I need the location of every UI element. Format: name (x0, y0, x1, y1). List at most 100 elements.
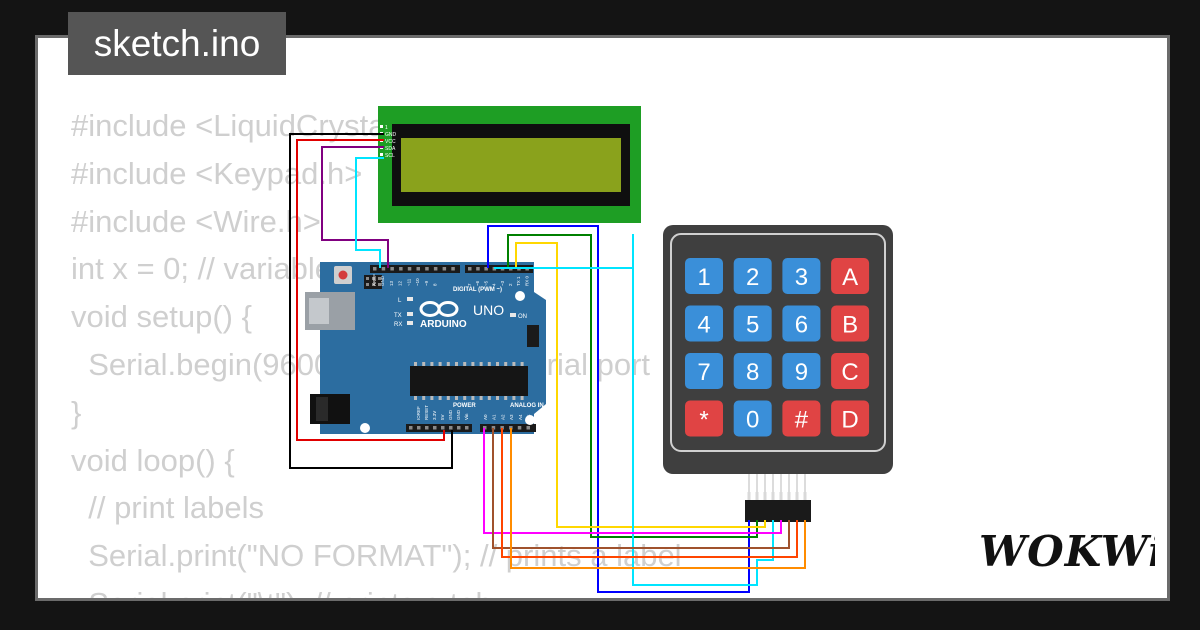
arduino-label: ARDUINO (420, 319, 467, 330)
ribbon-contact (779, 492, 783, 500)
key-cap[interactable] (831, 353, 870, 389)
key-2[interactable]: 2 (733, 258, 772, 294)
wire-row-2 (507, 234, 758, 538)
pin-label: 7 (467, 283, 472, 286)
pin-label: A1 (492, 414, 497, 420)
key-cap[interactable] (831, 258, 870, 294)
header-hole[interactable] (442, 267, 447, 271)
header-hole[interactable] (433, 426, 437, 430)
header-hole[interactable] (441, 426, 445, 430)
header-hole[interactable] (409, 426, 413, 430)
header-hole[interactable] (457, 426, 461, 430)
key-cap[interactable] (685, 400, 723, 437)
header-hole[interactable] (476, 267, 480, 271)
chip-leg (414, 396, 417, 400)
key-5[interactable]: 5 (733, 305, 772, 342)
key-3[interactable]: 3 (782, 258, 821, 294)
header-hole[interactable] (390, 267, 394, 271)
key-B[interactable]: B (831, 305, 870, 342)
header-hole[interactable] (433, 267, 438, 271)
key-0[interactable]: 0 (733, 400, 772, 437)
lcd-pin[interactable] (380, 153, 383, 156)
header-hole[interactable] (449, 426, 453, 430)
key-cap[interactable] (733, 353, 772, 389)
key-1[interactable]: 1 (685, 258, 723, 294)
pin-label: RESET (424, 405, 429, 420)
key-cap[interactable] (733, 400, 772, 437)
chip-leg (463, 362, 467, 366)
header-hole[interactable] (381, 267, 386, 271)
lcd-pin-label: GND (385, 132, 397, 138)
header-hole[interactable] (425, 267, 429, 271)
header-hole[interactable] (416, 267, 421, 271)
header-hole[interactable] (526, 426, 531, 430)
ribbon-lines (747, 474, 807, 500)
rx-led (407, 321, 413, 325)
header-hole[interactable] (484, 267, 488, 271)
arduino-uno-board[interactable]: UNO ARDUINO DIGITAL (PWM ~) ANALOG IN PO… (305, 262, 546, 434)
header-hole[interactable] (417, 426, 421, 430)
key-#[interactable]: # (782, 400, 821, 437)
header-hole[interactable] (451, 267, 455, 271)
header-hole[interactable] (509, 426, 513, 430)
header-hole[interactable] (500, 426, 504, 430)
header-hole[interactable] (399, 267, 403, 271)
key-4[interactable]: 4 (685, 305, 723, 342)
lcd-pin[interactable] (380, 125, 383, 128)
key-C[interactable]: C (831, 353, 870, 389)
key-cap[interactable] (782, 258, 821, 294)
atmega-chip (410, 366, 528, 396)
l-led-label: L (398, 298, 402, 304)
uno-label: UNO (473, 302, 504, 318)
pin-label: ~10 (415, 278, 420, 286)
key-8[interactable]: 8 (733, 353, 772, 389)
pin-label: RX 0 (524, 275, 529, 286)
pin-label: GND (456, 409, 461, 420)
key-cap[interactable] (782, 400, 821, 437)
key-6[interactable]: 6 (782, 305, 821, 342)
key-*[interactable]: * (685, 400, 723, 437)
key-cap[interactable] (831, 305, 870, 342)
on-label: ON (518, 314, 527, 320)
ribbon-contact (755, 492, 759, 500)
key-cap[interactable] (685, 353, 723, 389)
key-cap[interactable] (733, 258, 772, 294)
pin-label: A2 (500, 414, 505, 420)
key-cap[interactable] (782, 353, 821, 389)
header-hole[interactable] (425, 426, 429, 430)
key-cap[interactable] (685, 258, 723, 294)
key-cap[interactable] (782, 305, 821, 342)
key-9[interactable]: 9 (782, 353, 821, 389)
header-hole[interactable] (491, 426, 496, 430)
key-A[interactable]: A (831, 258, 870, 294)
lcd-pin-label: SCL (385, 153, 395, 159)
wokwi-logo: WOKWi (979, 527, 1155, 576)
key-cap[interactable] (831, 400, 870, 437)
header-hole[interactable] (407, 267, 412, 271)
wires (289, 133, 806, 593)
reset-button-cap[interactable] (338, 270, 348, 280)
wire-col-2 (492, 428, 790, 549)
header-hole[interactable] (373, 267, 377, 271)
keypad-connector (745, 500, 811, 522)
mount-hole (525, 415, 535, 425)
key-cap[interactable] (685, 305, 723, 342)
key-D[interactable]: D (831, 400, 870, 437)
header-hole[interactable] (465, 426, 469, 430)
header-hole[interactable] (517, 426, 522, 430)
key-cap[interactable] (733, 305, 772, 342)
chip-leg (463, 396, 467, 400)
chip-leg (430, 396, 434, 400)
chip-leg (430, 362, 434, 366)
ribbon-contact (787, 492, 791, 500)
key-7[interactable]: 7 (685, 353, 723, 389)
header-hole[interactable] (468, 267, 472, 271)
mount-hole (360, 423, 370, 433)
chip-leg (487, 396, 491, 400)
code-line: void setup() { (71, 299, 252, 335)
header-hole[interactable] (483, 426, 487, 430)
